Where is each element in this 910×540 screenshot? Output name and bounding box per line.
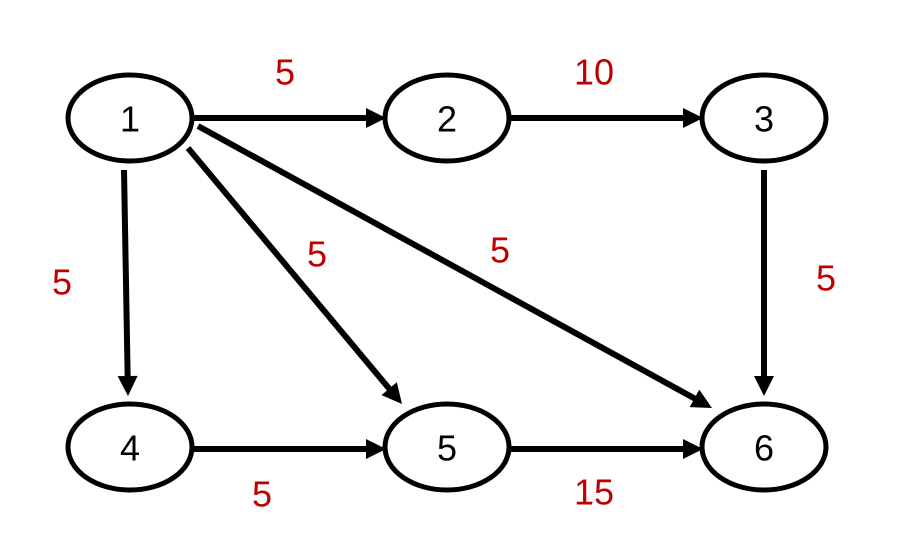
- edge-line-1-4: [121, 169, 131, 379]
- node-label: 5: [437, 428, 457, 469]
- arrowhead-icon: [683, 108, 703, 128]
- node-ellipse: [699, 401, 829, 493]
- edge-weight-1-4: 5: [52, 262, 72, 303]
- edge-weight-1-5: 5: [307, 234, 327, 275]
- node-2: 2: [382, 72, 512, 164]
- edge-1-2: [194, 108, 386, 128]
- node-label: 1: [120, 99, 140, 140]
- node-1: 1: [65, 72, 195, 164]
- node-label: 2: [437, 99, 457, 140]
- edge-line-1-6: [196, 123, 698, 402]
- edge-1-4: [117, 169, 138, 396]
- node-label: 4: [120, 428, 140, 469]
- node-ellipse: [699, 72, 829, 164]
- edge-5-6: [511, 439, 703, 459]
- edge-2-3: [511, 108, 703, 128]
- edge-weight-4-5: 5: [252, 474, 272, 515]
- node-ellipse: [65, 72, 195, 164]
- arrowhead-icon: [117, 375, 138, 396]
- edge-1-6: [196, 123, 712, 408]
- arrowhead-icon: [366, 108, 386, 128]
- arrowhead-icon: [754, 376, 774, 396]
- node-3: 3: [699, 72, 829, 164]
- node-ellipse: [382, 401, 512, 493]
- arrowhead-icon: [381, 382, 402, 404]
- node-6: 6: [699, 401, 829, 493]
- arrowhead-icon: [366, 439, 386, 459]
- edges-layer: [117, 108, 774, 459]
- arrowhead-icon: [683, 439, 703, 459]
- edge-line-1-5: [185, 146, 393, 393]
- node-label: 6: [754, 428, 774, 469]
- node-label: 3: [754, 99, 774, 140]
- edge-4-5: [194, 439, 386, 459]
- edge-3-6: [754, 170, 774, 396]
- edge-1-5: [185, 146, 402, 404]
- arrowhead-icon: [689, 389, 712, 408]
- node-ellipse: [382, 72, 512, 164]
- edge-weight-1-6: 5: [490, 230, 510, 271]
- edge-weight-5-6: 15: [574, 472, 614, 513]
- node-ellipse: [65, 401, 195, 493]
- edge-weight-3-6: 5: [816, 258, 836, 299]
- node-5: 5: [382, 401, 512, 493]
- nodes-layer: 1 2 3 4 5 6: [65, 72, 829, 493]
- node-4: 4: [65, 401, 195, 493]
- edge-weight-1-2: 5: [275, 52, 295, 93]
- edge-weight-2-3: 10: [574, 52, 614, 93]
